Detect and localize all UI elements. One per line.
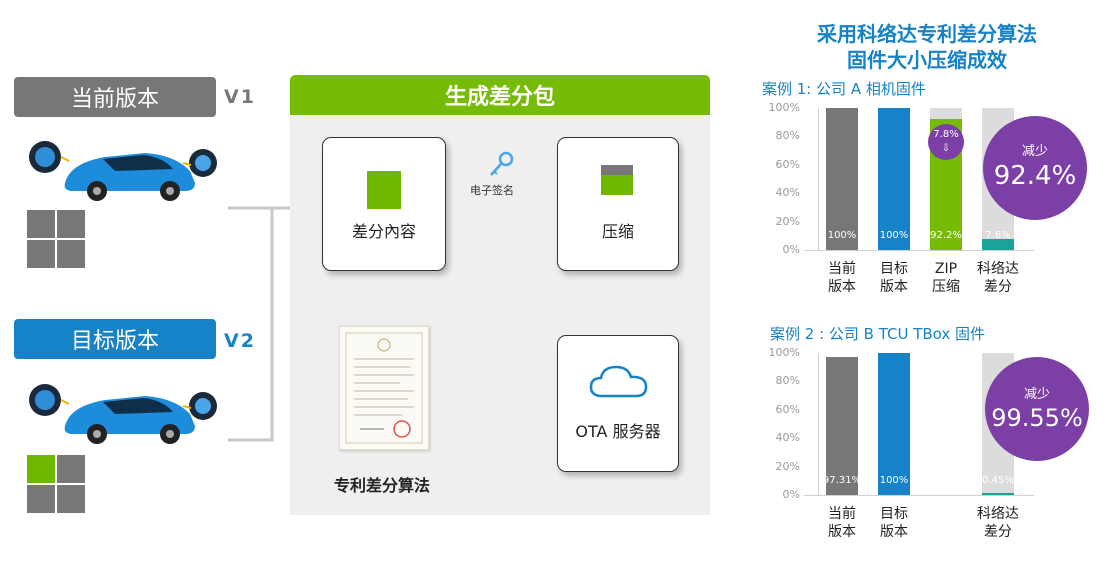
bar-value-label: 100% <box>879 475 909 486</box>
y-tick-label: 100% <box>768 346 800 359</box>
patent-certificate-image <box>339 326 429 450</box>
category-label: 科络达差分 <box>977 506 1019 540</box>
y-tick-label: 80% <box>775 129 800 143</box>
current-version-text: 当前版本 <box>70 87 159 112</box>
case2-reduction-label: 减少 <box>1023 387 1050 402</box>
zip-savings-bubble: 7.8%⇩ <box>928 124 964 160</box>
bar <box>982 239 1014 250</box>
y-tick-label: 0% <box>782 488 800 501</box>
bar-value-label: 100% <box>827 230 857 241</box>
chart-main-title-line1: 采用科络达专利差分算法 <box>817 22 1037 46</box>
panel-title: 生成差分包 <box>290 75 710 115</box>
compress-label: 压缩 <box>601 222 634 241</box>
bar <box>878 353 910 495</box>
y-tick-label: 60% <box>775 157 800 171</box>
target-version-number: V2 <box>224 330 256 352</box>
case1-chart: 100% 80% 60% 40% 20% 0% 100% 当前版本 100% 目标版本 92.2% Z… <box>760 100 1050 300</box>
diff-square-icon <box>367 171 401 209</box>
bar-value-label: 0.45% <box>982 475 1014 486</box>
key-icon <box>490 151 514 176</box>
category-label: 科络达差分 <box>977 261 1019 295</box>
y-axis-line <box>818 353 819 495</box>
cloud-icon <box>589 365 648 398</box>
ota-server-box: OTA 服务器 <box>557 335 679 472</box>
y-tick-label: 100% <box>768 101 800 114</box>
compress-box: 压缩 <box>557 137 679 271</box>
y-tick-label: 0% <box>782 243 800 256</box>
target-version-text: 目标版本 <box>70 329 159 354</box>
bar-value-label: 92.2% <box>930 230 962 241</box>
bar <box>878 108 910 250</box>
bar <box>826 356 858 495</box>
car-icon-target <box>29 384 217 444</box>
case1-reduction-value: 92.4% <box>993 161 1077 191</box>
signature-label: 电子签名 <box>470 184 514 197</box>
y-axis-line <box>818 108 819 250</box>
current-version-label: 当前版本 <box>14 77 216 117</box>
category-label: 当前版本 <box>828 506 856 540</box>
bar <box>982 493 1014 495</box>
y-tick-label: 20% <box>775 459 800 473</box>
case1-reduction-label: 减少 <box>1021 144 1048 159</box>
chart-main-title-line2: 固件大小压缩成效 <box>847 48 1007 72</box>
diff-content-label: 差分內容 <box>351 222 416 241</box>
case1-reduction-badge: 减少 92.4% <box>983 116 1087 220</box>
bar-value-label: 100% <box>879 230 909 241</box>
y-tick-label: 80% <box>775 374 800 388</box>
patent-label: 专利差分算法 <box>334 476 431 495</box>
case1-title: 案例 1: 公司 A 相机固件 <box>762 80 926 98</box>
firmware-blocks-target <box>27 455 85 513</box>
firmware-blocks-current <box>27 210 85 268</box>
case2-reduction-badge: 减少 99.55% <box>985 357 1089 461</box>
category-label: 当前版本 <box>828 261 856 295</box>
category-label: 目标版本 <box>880 261 908 295</box>
panel-title-text: 生成差分包 <box>444 85 555 110</box>
bar-value-label: 97.31% <box>822 475 862 486</box>
x-axis-line <box>804 495 1034 496</box>
ota-server-label: OTA 服务器 <box>575 422 661 441</box>
car-icon-current <box>29 141 217 201</box>
y-tick-label: 20% <box>775 214 800 228</box>
bar <box>826 108 858 250</box>
diff-content-box: 差分內容 <box>322 137 446 271</box>
y-tick-label: 40% <box>775 186 800 200</box>
y-tick-label: 60% <box>775 402 800 416</box>
case2-reduction-value: 99.55% <box>991 404 1083 432</box>
bar-value-label: 7.6% <box>985 230 1011 241</box>
category-label: 目标版本 <box>880 506 908 540</box>
case2-title: 案例 2 : 公司 B TCU TBox 固件 <box>770 325 986 343</box>
y-tick-label: 40% <box>775 431 800 445</box>
target-version-label: 目标版本 <box>14 319 216 359</box>
x-axis-line <box>804 250 1034 251</box>
current-version-number: V1 <box>224 86 256 108</box>
compress-icon <box>601 165 633 195</box>
